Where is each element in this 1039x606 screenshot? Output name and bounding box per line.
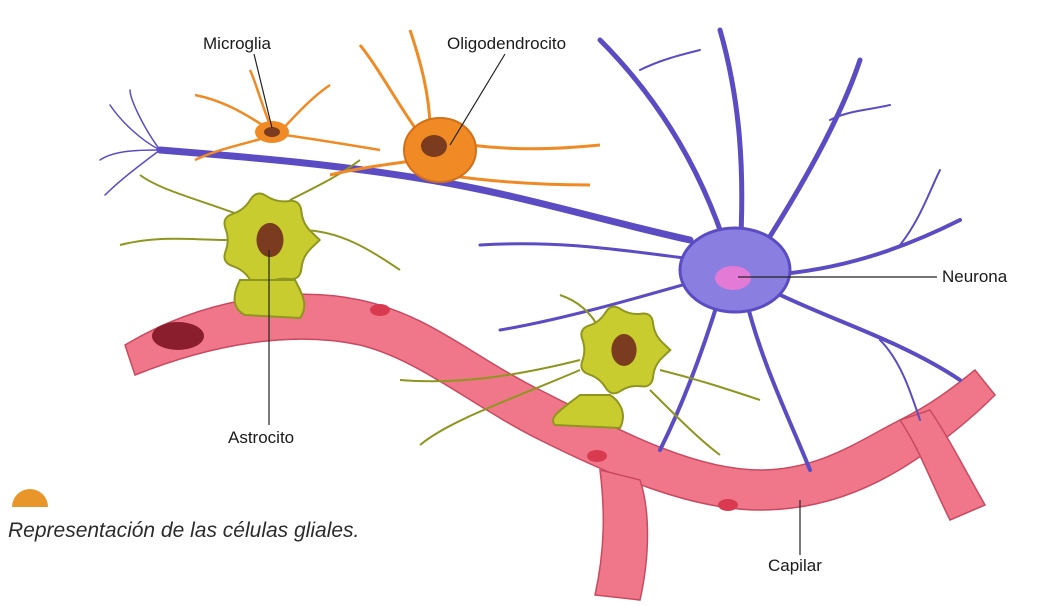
dendrite bbox=[600, 40, 730, 260]
microglia-process bbox=[285, 135, 380, 150]
dendrite bbox=[720, 30, 742, 255]
capillary-lumen bbox=[152, 322, 204, 350]
astrocyte-nucleus bbox=[611, 334, 636, 366]
dendrite bbox=[745, 295, 810, 470]
astrocyte-process bbox=[140, 175, 240, 215]
axon-terminal bbox=[105, 150, 160, 195]
neuron-nucleus bbox=[715, 266, 751, 290]
oligodendrocyte-process bbox=[410, 30, 430, 130]
label-capilar: Capilar bbox=[768, 556, 822, 576]
label-astrocito: Astrocito bbox=[228, 428, 294, 448]
label-oligodendrocito: Oligodendrocito bbox=[447, 34, 566, 54]
label-neurona: Neurona bbox=[942, 267, 1007, 287]
oligodendrocyte-process bbox=[360, 45, 420, 135]
oligodendrocyte-process bbox=[470, 145, 600, 149]
microglia-cell bbox=[195, 70, 380, 160]
dendrite bbox=[770, 290, 960, 380]
astrocyte-process bbox=[120, 239, 230, 245]
figure-caption: Representación de las células gliales. bbox=[8, 519, 359, 543]
microglia-process bbox=[280, 85, 330, 132]
endothelial-nucleus bbox=[587, 450, 607, 462]
axon-terminal bbox=[100, 150, 160, 160]
endothelial-nucleus bbox=[718, 499, 738, 511]
oligodendrocyte-nucleus bbox=[421, 135, 447, 157]
dendrite-branch bbox=[640, 50, 700, 70]
microglia-process bbox=[250, 70, 272, 130]
dendrite bbox=[755, 60, 860, 260]
astrocyte-left bbox=[120, 160, 400, 318]
dendrite bbox=[480, 244, 700, 260]
capillary-branch bbox=[595, 470, 648, 600]
endothelial-nucleus bbox=[370, 304, 390, 316]
astrocyte-process bbox=[660, 370, 760, 400]
capillary-body bbox=[125, 294, 995, 510]
astrocyte-nucleus bbox=[257, 223, 284, 257]
microglia-process bbox=[195, 95, 270, 130]
astrocyte-endfoot bbox=[553, 395, 623, 428]
microglia-nucleus bbox=[264, 127, 280, 137]
dendrite bbox=[770, 220, 960, 275]
label-microglia: Microglia bbox=[203, 34, 271, 54]
leader-line-oligodendrocito bbox=[450, 54, 505, 145]
axon-terminal bbox=[110, 105, 160, 150]
